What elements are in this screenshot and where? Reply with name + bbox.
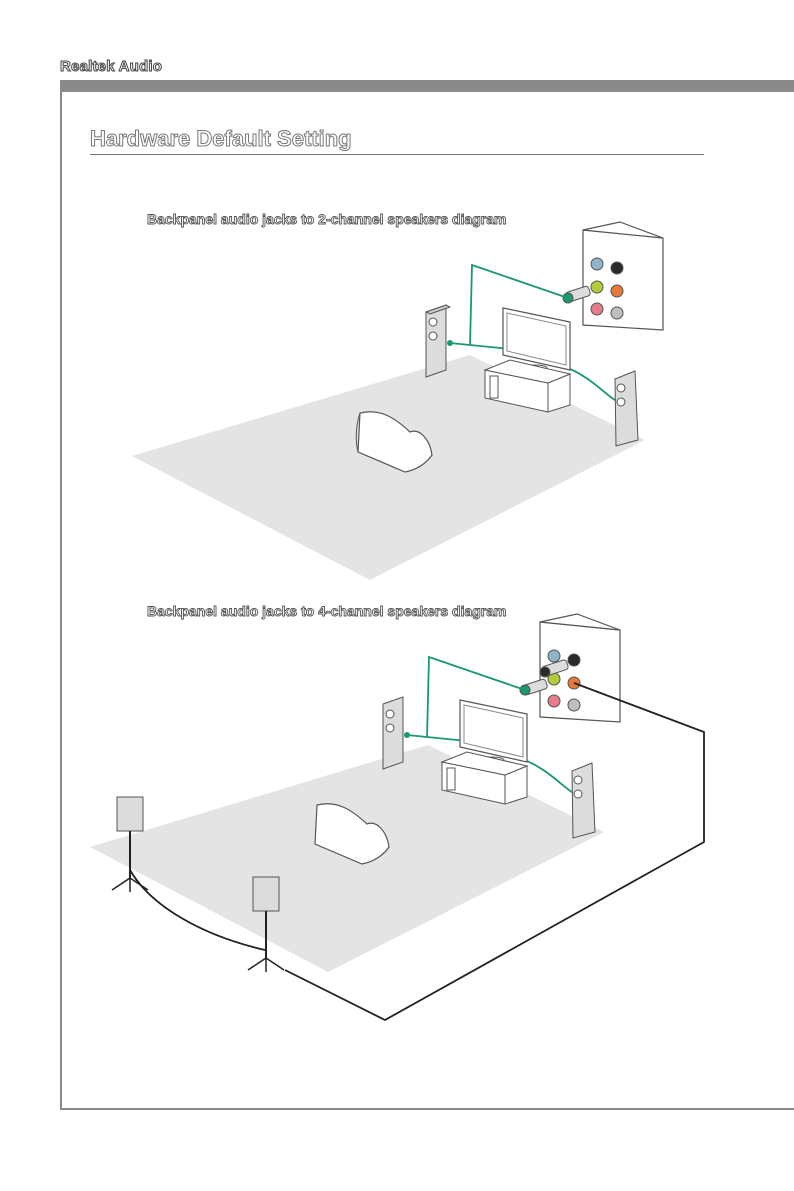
speaker-front-right — [572, 763, 595, 838]
page-frame-bottom — [60, 1108, 794, 1110]
backpanel-jacks — [583, 222, 663, 330]
diagram-2ch — [0, 0, 794, 600]
diagram-4ch — [0, 600, 794, 1050]
speaker-front-right — [615, 371, 638, 446]
